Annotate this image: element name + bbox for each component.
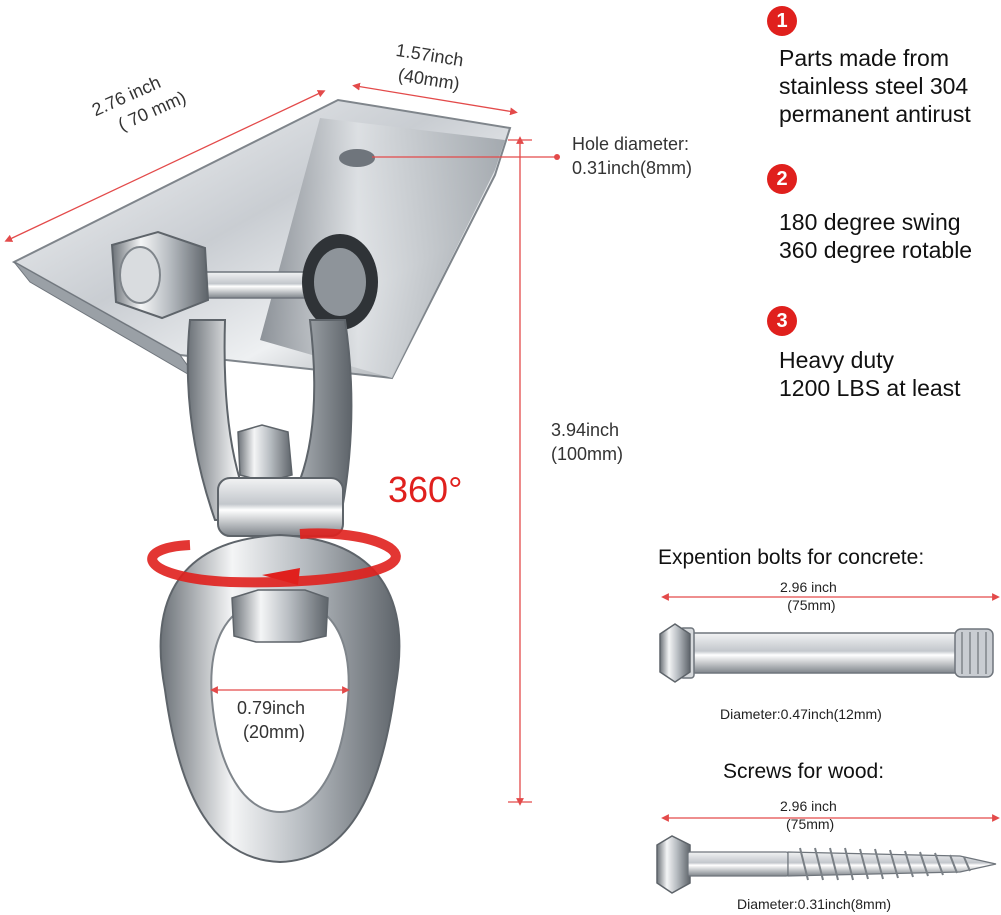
feature-line: Heavy duty xyxy=(779,347,895,373)
feature-number-badge: 3 xyxy=(767,306,797,336)
height-mm: (100mm) xyxy=(551,444,624,464)
feature-number-badge: 1 xyxy=(767,6,797,36)
hole-diameter-value: 0.31inch(8mm) xyxy=(572,158,693,178)
feature-line: permanent antirust xyxy=(779,101,971,127)
dimension-lines xyxy=(4,82,1000,822)
feature-number-badge: 2 xyxy=(767,164,797,194)
wood-screw-length-inch: 2.96 inch xyxy=(780,798,837,814)
feature-line: Parts made from xyxy=(779,45,949,71)
hole-diameter-label: Hole diameter: 0.31inch(8mm) xyxy=(572,132,692,180)
wood-screw-length: 2.96 inch (75mm) xyxy=(780,797,837,833)
feature-line: 360 degree rotable xyxy=(779,237,973,263)
wood-screw-title: Screws for wood: xyxy=(723,760,885,783)
wood-screw-diameter: Diameter:0.31inch(8mm) xyxy=(737,896,892,912)
concrete-bolt-title: Expention bolts for concrete: xyxy=(658,546,925,569)
feature-2-text: 180 degree swing 360 degree rotable xyxy=(779,208,972,264)
swivel-shackle xyxy=(186,319,353,537)
ring-diameter-mm: (20mm) xyxy=(243,722,305,742)
concrete-bolt-diameter: Diameter:0.47inch(12mm) xyxy=(720,706,882,722)
concrete-bolt-length-inch: 2.96 inch xyxy=(780,579,837,595)
pivot-bolt xyxy=(110,230,378,330)
feature-line: stainless steel 304 xyxy=(779,73,969,99)
concrete-bolt-length-mm: (75mm) xyxy=(787,597,836,613)
rotation-arrow xyxy=(147,528,401,588)
mounting-plate xyxy=(11,98,512,381)
feature-line: 180 degree swing xyxy=(779,209,961,235)
rotation-label: 360° xyxy=(388,469,463,510)
ring-diameter-inch: 0.79inch xyxy=(237,698,306,718)
expansion-bolt-illustration xyxy=(659,623,994,683)
concrete-bolt-length: 2.96 inch (75mm) xyxy=(780,578,837,614)
height-inch: 3.94inch xyxy=(551,420,620,440)
hole-diameter-title: Hole diameter: xyxy=(572,134,690,154)
wood-screw-illustration xyxy=(656,835,997,894)
mounting-hole xyxy=(339,149,375,167)
swivel-eye-ring xyxy=(159,533,401,864)
feature-1-text: Parts made from stainless steel 304 perm… xyxy=(779,44,971,128)
feature-3-text: Heavy duty 1200 LBS at least xyxy=(779,346,961,402)
ring-diameter-label: 0.79inch (20mm) xyxy=(237,696,305,744)
wood-screw-length-mm: (75mm) xyxy=(786,816,835,832)
feature-line: 1200 LBS at least xyxy=(779,375,961,401)
height-label: 3.94inch (100mm) xyxy=(551,418,623,466)
